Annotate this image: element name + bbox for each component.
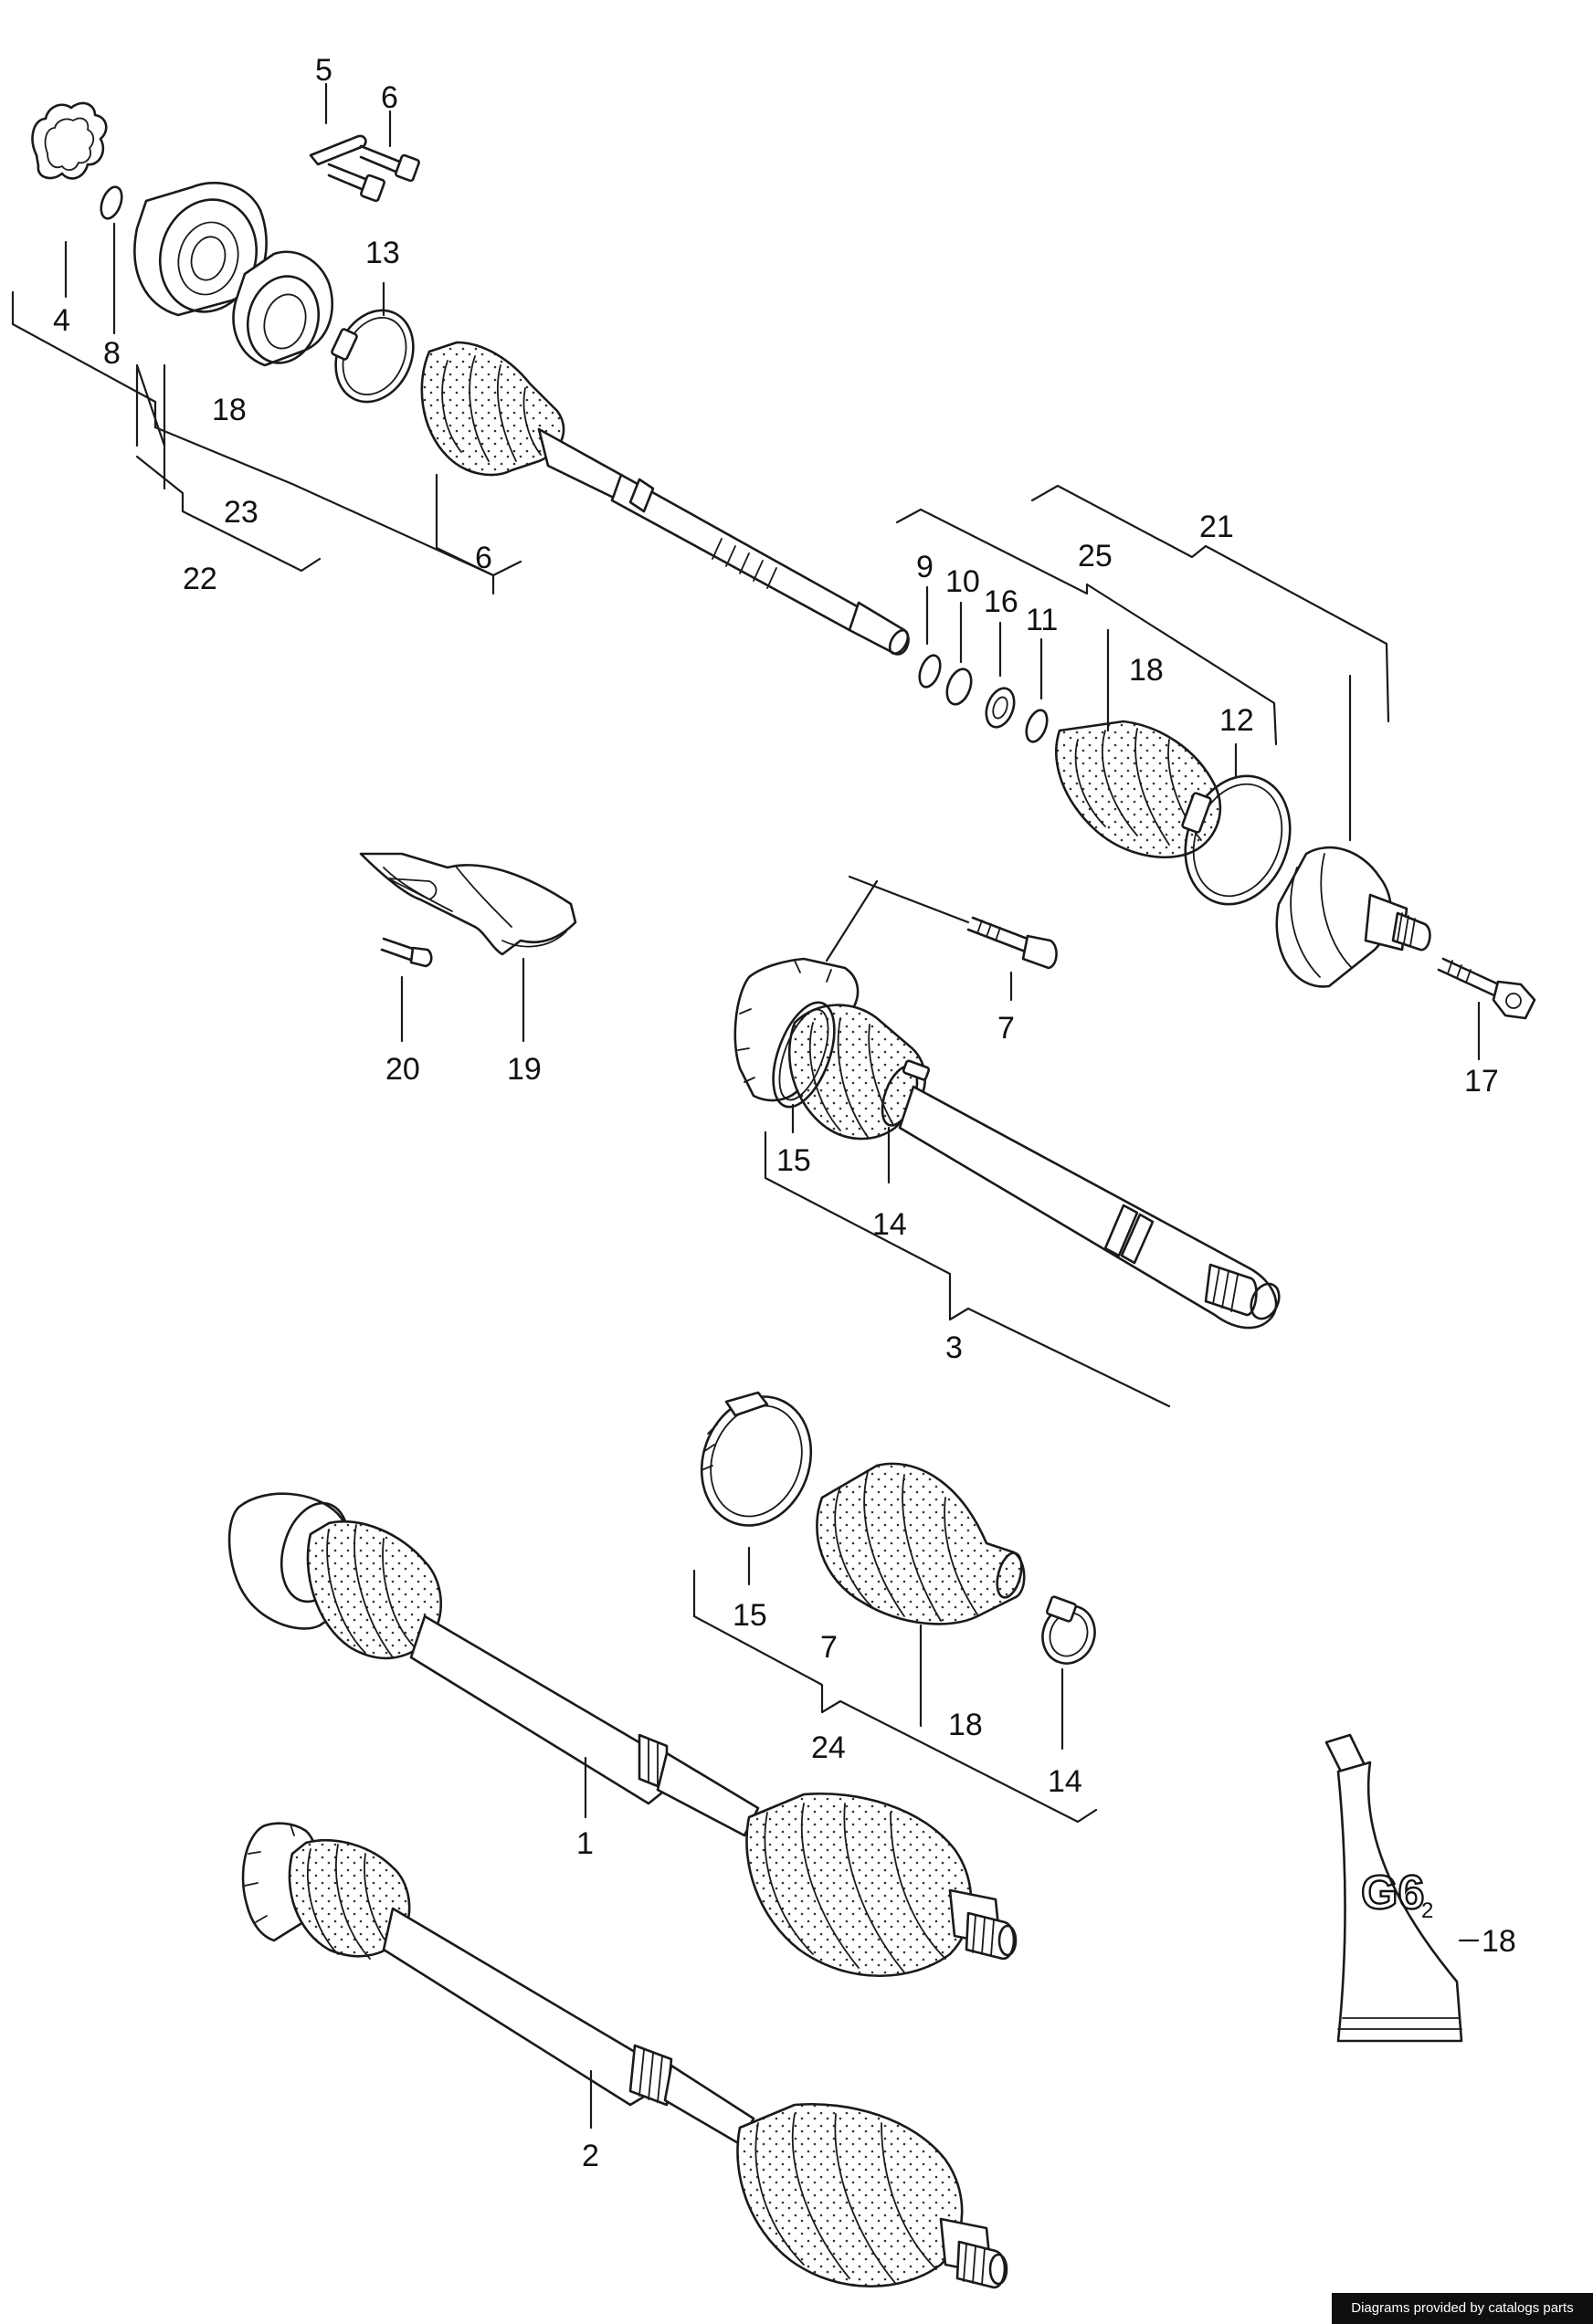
heat-shield-part-19: [359, 852, 577, 956]
gasket-part-4: [31, 101, 108, 180]
callout-14: 14: [872, 1207, 907, 1242]
clamp-part-15: [772, 1001, 836, 1109]
callout-8: 8: [103, 336, 121, 371]
clamp-part-14-kit: [1041, 1595, 1096, 1665]
flange-part-18: [232, 250, 333, 367]
callout-20: 20: [385, 1052, 420, 1087]
inner-boot: [420, 341, 565, 477]
callout-10: 10: [945, 564, 980, 599]
callout-16: 16: [984, 584, 1018, 619]
callout-18: 18: [212, 393, 247, 427]
bolt-part-17: [1437, 957, 1536, 1020]
cv-joint-part-21: [1275, 846, 1431, 988]
drive-shaft-part-1: [227, 1492, 1018, 1978]
bolt-part-7-middle: [966, 916, 1058, 970]
middle-drive-shaft: [898, 1085, 1278, 1330]
callout-7-kit: 7: [820, 1630, 838, 1665]
top-drive-shaft: [537, 427, 910, 656]
tube-label-subscript: 2: [1421, 1898, 1433, 1923]
callout-7: 7: [997, 1011, 1015, 1046]
callout-14-kit: 14: [1048, 1764, 1082, 1799]
lock-plate-part-5: [309, 134, 367, 166]
drive-shaft-part-2: [241, 1822, 1008, 2289]
callout-18-tube: 18: [1482, 1924, 1516, 1959]
callout-2: 2: [582, 2139, 599, 2173]
callout-3: 3: [945, 1330, 963, 1365]
callout-15: 15: [776, 1143, 811, 1178]
middle-shaft-assembly: [733, 875, 1281, 1408]
callout-13: 13: [365, 236, 400, 270]
callout-11: 11: [1026, 603, 1058, 637]
boot-kit-assembly: [692, 1391, 1098, 1824]
callout-6-lower: 6: [475, 541, 492, 575]
callout-18-outer: 18: [1129, 653, 1164, 688]
callout-9: 9: [916, 550, 934, 584]
diagram-credit-badge: Diagrams provided by catalogs parts: [1332, 2293, 1593, 2324]
circlip-part-8: [100, 185, 123, 220]
callout-1: 1: [576, 1826, 594, 1861]
callout-labels: 5 6 4 8 13 18 23 22 6 9 10 16 11 25 18 2…: [53, 53, 1516, 2173]
callout-19: 19: [507, 1052, 542, 1087]
callout-22: 22: [183, 562, 217, 596]
clamp-part-12: [1181, 774, 1292, 906]
circlip-part-11: [1025, 709, 1049, 743]
callout-24: 24: [811, 1730, 846, 1765]
heat-shield-group: [359, 852, 577, 1043]
callout-23: 23: [224, 495, 258, 530]
top-shaft-assembly: [31, 101, 1536, 1020]
circlip-part-9: [918, 654, 942, 689]
clamp-part-15-kit: [700, 1391, 813, 1527]
thrust-washer-part-16: [985, 687, 1016, 729]
callout-4: 4: [53, 303, 70, 338]
callout-6: 6: [381, 80, 398, 115]
callout-17: 17: [1464, 1064, 1499, 1099]
callout-25: 25: [1078, 539, 1113, 573]
callout-21: 21: [1199, 510, 1234, 544]
outer-boot: [1055, 720, 1222, 859]
dish-spring-part-10: [945, 668, 973, 706]
screw-part-20: [380, 937, 433, 968]
screw-part-6-upper: [327, 144, 420, 203]
callout-5: 5: [315, 53, 332, 88]
grease-tube-part-18: G6 2: [1324, 1733, 1480, 2043]
callout-12: 12: [1219, 703, 1254, 738]
top-leader-lines: [11, 82, 1481, 1061]
clamp-part-13: [331, 309, 415, 404]
callout-15-kit: 15: [733, 1598, 767, 1633]
boot-part-18-kit: [816, 1462, 1026, 1625]
callout-18-kit: 18: [948, 1708, 983, 1742]
tube-label: G6: [1361, 1867, 1424, 1919]
